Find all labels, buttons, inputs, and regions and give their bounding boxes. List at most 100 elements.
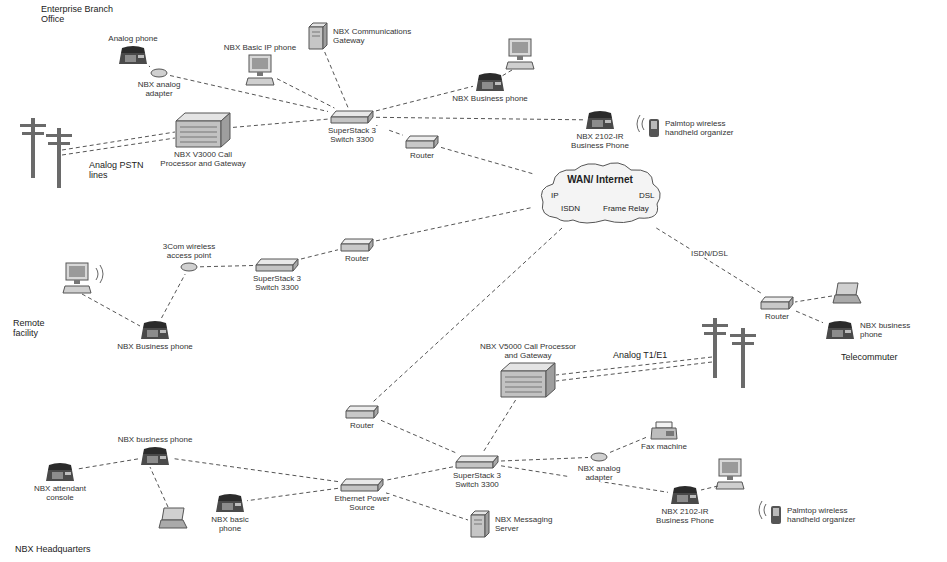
pda-icon <box>648 118 660 138</box>
link-line <box>381 420 456 453</box>
device-switch: SuperStack 3 Switch 3300 <box>455 455 499 469</box>
switch-shape <box>331 111 373 123</box>
pc-link <box>795 296 832 302</box>
network-link <box>172 458 338 481</box>
device-router: Router <box>760 296 794 310</box>
network-link <box>149 66 150 68</box>
pc-links <box>82 70 832 507</box>
device-label: NBX 2102-IR Business Phone <box>644 507 726 525</box>
device-label: NBX business phone <box>859 321 933 339</box>
site-name: Enterprise Branch Office <box>40 4 122 24</box>
network-type: IP <box>551 191 559 200</box>
device-label: SuperStack 3 Switch 3300 <box>441 471 513 489</box>
network-link <box>325 52 349 108</box>
device-label: NBX business phone <box>117 435 194 444</box>
device-label: SuperStack 3 Switch 3300 <box>316 126 388 144</box>
pc <box>506 39 534 69</box>
network-link <box>247 488 338 500</box>
pc-link <box>82 294 140 326</box>
network-type: DSL <box>639 191 655 200</box>
network-link <box>376 207 533 241</box>
device-label: NBX Communications Gateway <box>332 27 414 45</box>
tower-icon <box>470 510 490 538</box>
network-link <box>441 147 533 173</box>
phone-icon <box>118 45 148 65</box>
fax-icon <box>650 420 678 440</box>
device-label: Palmtop wireless handheld organizer <box>664 119 738 137</box>
network-link <box>483 400 516 453</box>
wireless-waves <box>96 115 766 519</box>
phone-shape <box>141 321 169 339</box>
device-label: Analog phone <box>107 34 158 43</box>
pc-shape <box>246 55 274 85</box>
fax-shape <box>651 422 677 439</box>
switch-icon <box>255 258 299 272</box>
link-line <box>172 458 338 481</box>
wave <box>96 265 103 283</box>
phone-shape <box>671 486 699 504</box>
server-icon <box>500 362 556 398</box>
device-label: Ethernet Power Source <box>331 494 393 512</box>
switch-icon <box>330 110 374 124</box>
device-router: Router <box>340 238 374 252</box>
device-label: Router <box>344 254 370 263</box>
device-phone: NBX business phone <box>825 320 855 340</box>
router-icon <box>760 296 794 310</box>
phone-shape <box>216 494 244 512</box>
router-shape <box>406 136 438 148</box>
phone-icon <box>45 462 75 482</box>
cloud-title: WAN/ Internet <box>567 174 633 185</box>
adapter-shape <box>591 453 607 461</box>
cloud-shape <box>541 163 660 223</box>
adapter-icon <box>180 262 198 272</box>
phone-shape <box>476 73 504 91</box>
line-note: Analog PSTN lines <box>88 160 148 180</box>
network-type: Frame Relay <box>603 204 649 213</box>
pc <box>63 263 91 293</box>
pc-link <box>701 486 718 490</box>
phone-icon <box>140 446 170 466</box>
phone-icon <box>140 320 170 340</box>
link-line <box>162 274 186 318</box>
network-link <box>233 119 328 127</box>
link-line <box>247 488 338 500</box>
pole <box>702 318 728 378</box>
network-link <box>501 458 588 462</box>
device-router: Router <box>345 405 379 419</box>
link-line <box>376 117 583 120</box>
device-router: Router <box>405 135 439 149</box>
link-line <box>796 311 823 323</box>
device-pda: Palmtop wireless handheld organizer <box>648 118 660 138</box>
switch-shape <box>456 456 498 468</box>
device-label: NBX Basic IP phone <box>223 43 297 52</box>
server-shape <box>176 113 230 147</box>
device-label: 3Com wireless access point <box>153 242 225 260</box>
phone-icon <box>585 110 615 130</box>
switch-icon <box>340 478 384 492</box>
device-tower: NBX Messaging Server <box>470 510 490 538</box>
link-line <box>372 228 562 403</box>
pc <box>716 459 744 489</box>
switch-shape <box>341 479 383 491</box>
device-phone: NBX basic phone <box>215 493 245 513</box>
link-label: ISDN/DSL <box>690 249 729 258</box>
device-label: Fax machine <box>640 442 688 451</box>
link-line <box>200 266 253 267</box>
device-switch: Ethernet Power Source <box>340 478 384 492</box>
telephone-poles <box>20 118 756 388</box>
pc-link <box>502 70 512 76</box>
device-pda: Palmtop wireless handheld organizer <box>770 505 782 525</box>
site-name: Remote facility <box>12 318 72 338</box>
laptop <box>833 283 861 303</box>
device-label: Palmtop wireless handheld organizer <box>786 506 858 524</box>
network-link <box>277 79 334 108</box>
adapter-shape <box>181 263 197 271</box>
wave <box>637 115 644 133</box>
adapter-icon <box>150 68 168 78</box>
network-cloud: WAN/ InternetIPDSLISDNFrame Relay <box>535 160 665 226</box>
computers <box>63 39 861 528</box>
link-line <box>149 66 150 68</box>
phone-shape <box>46 463 74 481</box>
phone-shape <box>119 46 147 64</box>
network-link <box>376 117 583 120</box>
